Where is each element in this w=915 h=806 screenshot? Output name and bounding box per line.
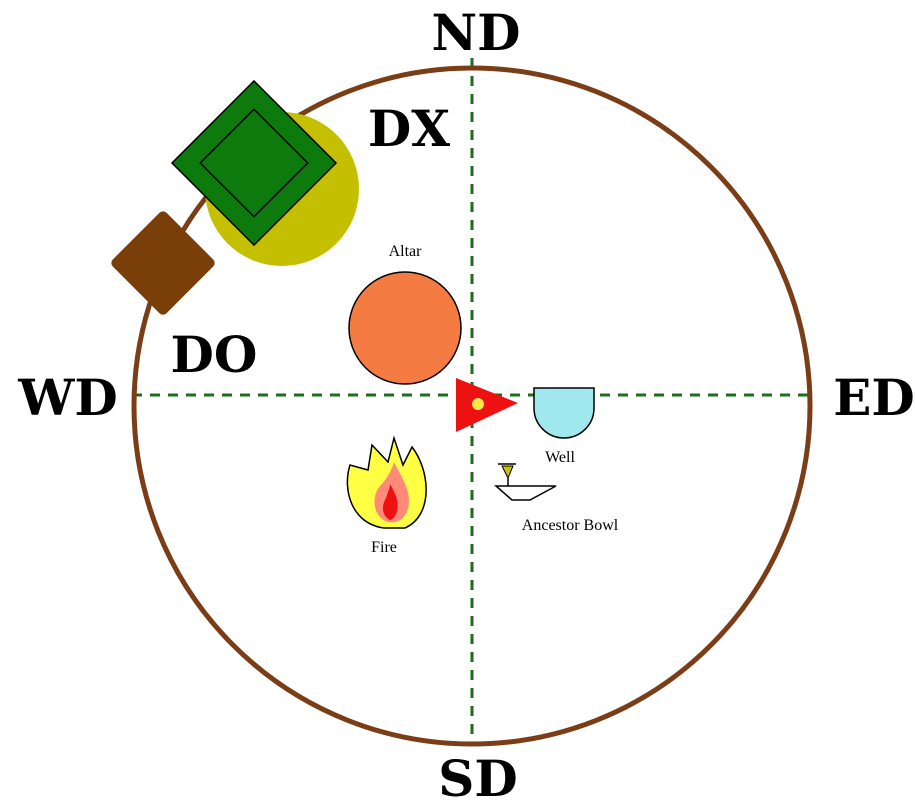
center-marker: [456, 378, 518, 432]
direction-north-label: ND: [431, 3, 520, 62]
ancestor-bowl-icon: [494, 463, 557, 501]
fire-label: Fire: [371, 539, 397, 556]
altar-circle: [348, 271, 462, 385]
well-icon: [533, 387, 595, 439]
center-marker-dot: [472, 398, 484, 410]
direction-do-label: DO: [171, 325, 258, 384]
direction-west-label: WD: [17, 368, 118, 427]
altar-label: Altar: [389, 243, 423, 260]
ancestor-bowl-label: Ancestor Bowl: [522, 517, 619, 534]
brown-block: [111, 211, 215, 315]
direction-south-label: SD: [438, 749, 517, 806]
grove-boundary-circle: [131, 65, 813, 747]
well-label: Well: [545, 449, 575, 466]
fire-icon: [346, 435, 427, 529]
direction-dx-label: DX: [368, 99, 450, 158]
direction-east-label: ED: [833, 368, 914, 427]
gate-green-square: [170, 79, 338, 247]
